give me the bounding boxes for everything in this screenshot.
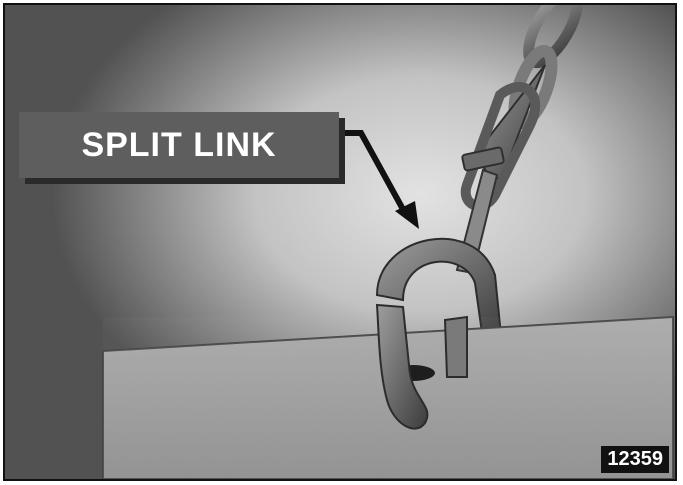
figure-number: 12359 xyxy=(601,446,669,473)
callout-label: SPLIT LINK xyxy=(81,126,276,165)
illustration-frame: SPLIT LINK 12359 xyxy=(3,3,677,481)
callout-box: SPLIT LINK xyxy=(19,112,339,178)
illustration-scene xyxy=(5,5,675,479)
split-link-shank-behind-plate xyxy=(445,317,467,377)
